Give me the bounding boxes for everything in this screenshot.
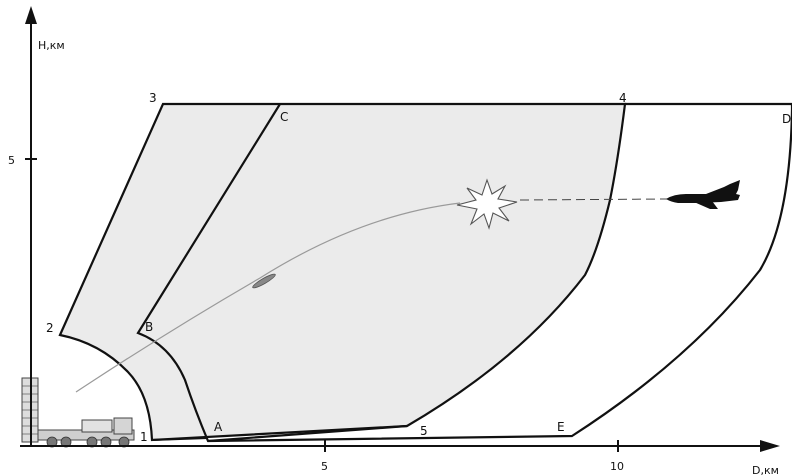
x-axis-arrow (760, 440, 780, 452)
point-label-D: D (782, 112, 791, 126)
point-label-2: 2 (46, 321, 54, 335)
y-tick-label-5: 5 (8, 154, 15, 167)
explosion-burst-icon (456, 178, 518, 230)
point-label-3: 3 (149, 91, 157, 105)
point-label-E: E (557, 420, 565, 434)
point-label-4: 4 (619, 91, 627, 105)
x-tick-label-10: 10 (610, 460, 624, 473)
point-label-B: B (145, 320, 153, 334)
missile-icon (252, 273, 276, 289)
point-label-1: 1 (140, 430, 148, 444)
zone-bottom-edge (151, 437, 209, 441)
fighter-jet-icon (666, 180, 740, 209)
x-axis-label: D,км (752, 464, 779, 476)
inner-zone-boundary (136, 103, 408, 443)
point-label-5: 5 (420, 424, 428, 438)
sam-launcher-vehicle-icon (21, 377, 135, 448)
point-label-A: A (214, 420, 223, 434)
y-axis-label: H,км (38, 39, 65, 52)
kill-zone-area (58, 102, 627, 442)
target-flight-path (519, 198, 669, 201)
missile-trajectory (75, 202, 461, 393)
point-label-C: C (280, 110, 288, 124)
x-tick-label-5: 5 (321, 460, 328, 473)
y-axis-arrow (25, 6, 37, 24)
